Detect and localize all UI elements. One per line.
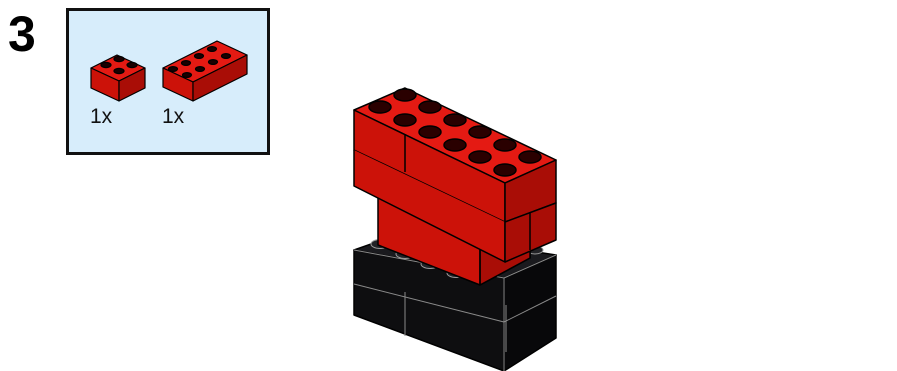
- red-2x4-brick-icon: [162, 40, 248, 102]
- quantity-label: 1x: [90, 105, 113, 128]
- red-studs: [368, 88, 542, 177]
- parts-list-illustrations: [90, 40, 248, 102]
- red-2x2-brick-icon: [90, 54, 146, 102]
- parts-list-box: 1x 1x: [66, 8, 270, 155]
- quantity-label: 1x: [162, 105, 185, 128]
- step-number: 3: [8, 6, 36, 62]
- red-2x4-brick-placed: [353, 87, 557, 263]
